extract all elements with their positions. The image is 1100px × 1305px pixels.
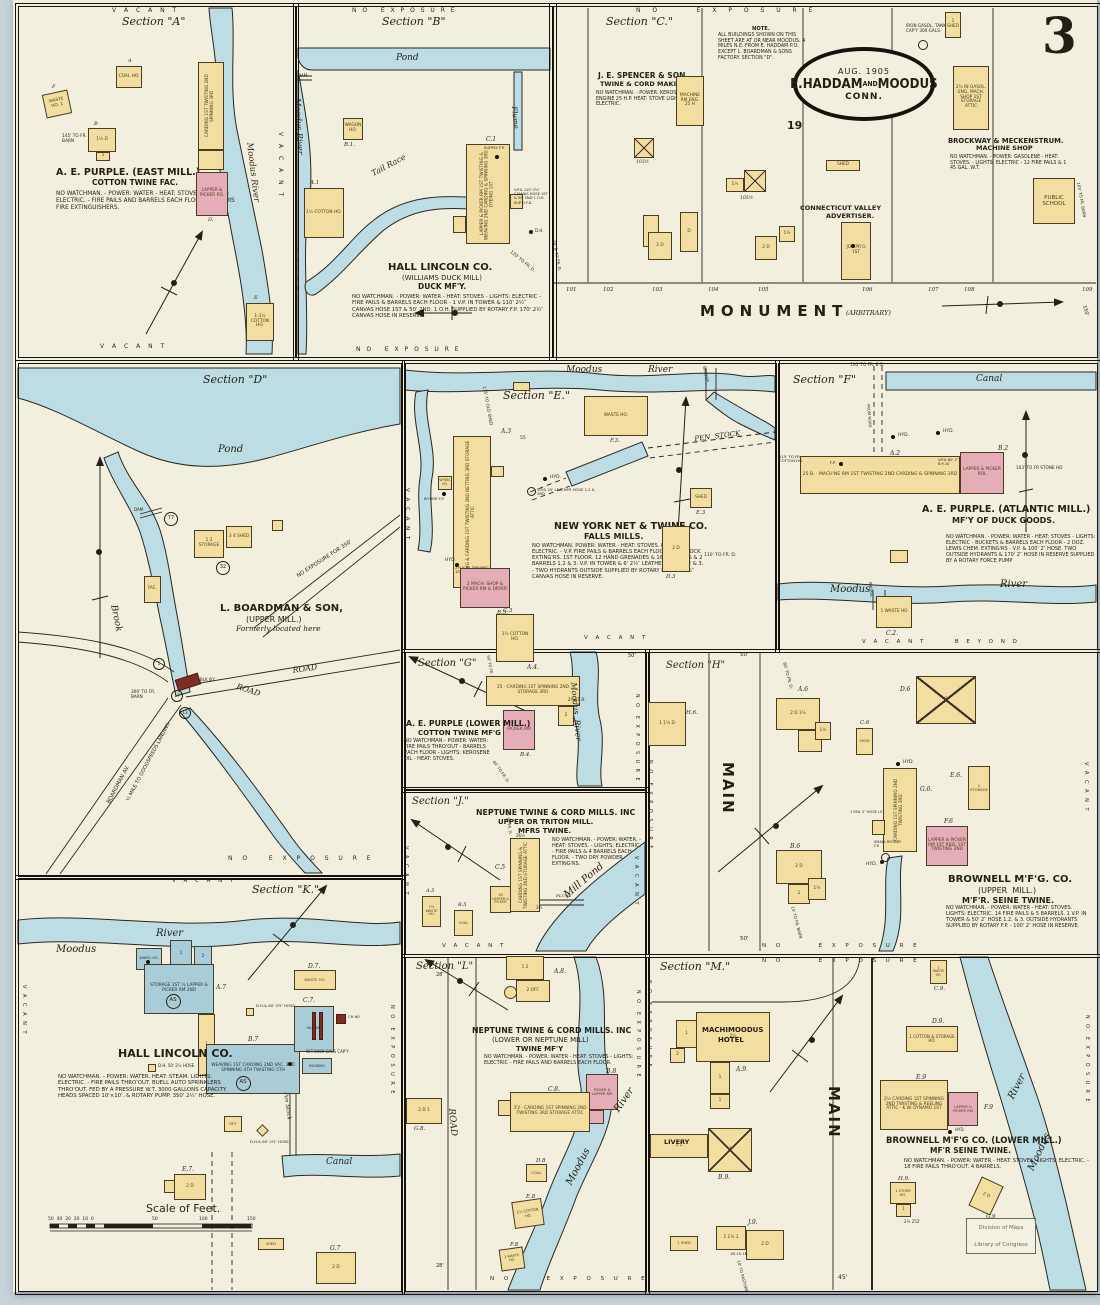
map-sheet: [13, 0, 1097, 1292]
roads-and-lines: [17, 8, 1096, 1290]
dashed-lines: [211, 366, 883, 1290]
compass-arrows: [91, 230, 1064, 1093]
scale-bar: [49, 1223, 253, 1232]
water-features: [17, 7, 1097, 1291]
